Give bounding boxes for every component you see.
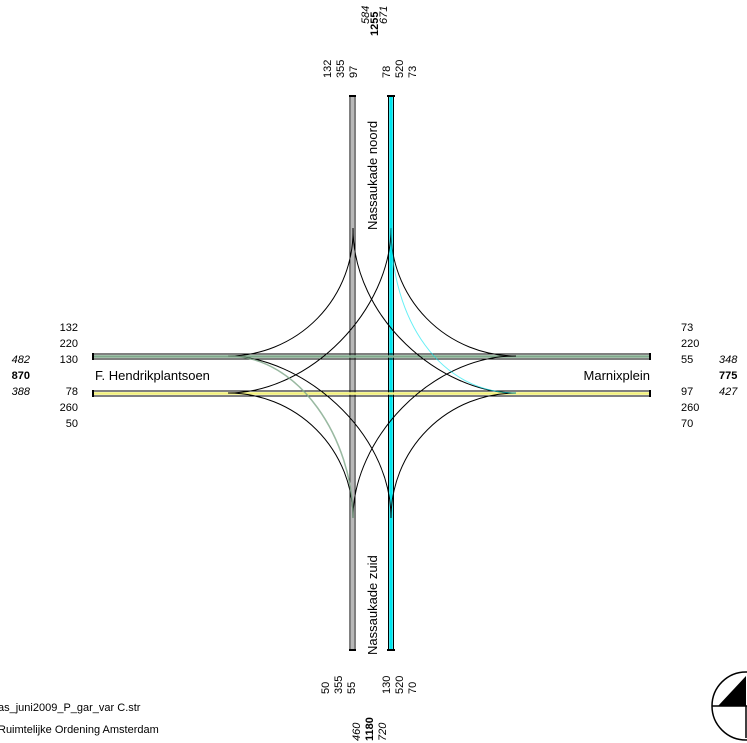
east-lane-count: 55 [681, 354, 693, 366]
north-lane-count: 78 [381, 66, 393, 78]
west-lane-count: 220 [60, 338, 78, 350]
north-out-total: 671 [378, 6, 390, 24]
east-out-total: 427 [719, 386, 738, 398]
north-lane-count: 355 [335, 60, 347, 78]
east-lane-count: 260 [681, 402, 699, 414]
west-counts: 132 220 130 78 260 50 482 870 388 [12, 322, 78, 430]
south-lane-count: 355 [333, 676, 345, 694]
south-lane-count: 50 [320, 682, 332, 694]
east-in-total: 348 [719, 354, 738, 366]
curve-sw-corner [227, 392, 354, 519]
south-lane-count: 55 [346, 682, 358, 694]
curve-nw-corner [227, 227, 354, 357]
curve-west-to-north [227, 227, 392, 394]
curve-east-band [390, 227, 517, 394]
north-total: 1255 [369, 12, 381, 36]
north-counts: 584 1255 671 132 355 97 78 520 73 [322, 6, 419, 78]
turning-curves [227, 227, 517, 519]
south-out-total: 720 [377, 722, 389, 741]
street-label-west: F. Hendrikplantsoen [95, 368, 210, 383]
curve-se-corner [390, 392, 517, 519]
east-lane-count: 220 [681, 338, 699, 350]
curve-north-to-east [352, 227, 517, 394]
west-total: 870 [12, 370, 30, 382]
west-out-total: 388 [12, 386, 31, 398]
west-lane-count: 50 [66, 418, 78, 430]
road-ew-north [93, 353, 650, 360]
north-lane-count: 73 [407, 66, 419, 78]
curve-west-to-south-band [227, 355, 354, 519]
south-total: 1180 [364, 717, 376, 741]
road-ns-east [388, 96, 394, 650]
street-label-east: Marnixplein [584, 368, 650, 383]
east-counts: 73 220 55 97 260 70 348 775 427 [681, 322, 738, 430]
north-lane-count: 520 [394, 60, 406, 78]
road-ew-south [93, 390, 650, 397]
curve-south-to-west [227, 355, 392, 519]
east-lane-count: 70 [681, 418, 693, 430]
east-lane-count: 97 [681, 386, 693, 398]
north-lane-count: 132 [322, 60, 334, 78]
north-lane-count: 97 [348, 66, 360, 78]
west-lane-count: 260 [60, 402, 78, 414]
footer-filename: as_juni2009_P_gar_var C.str [0, 702, 141, 714]
west-lane-count: 78 [66, 386, 78, 398]
footer-organisation: Ruimtelijke Ordening Amsterdam [0, 724, 159, 736]
west-lane-count: 130 [60, 354, 78, 366]
south-lane-count: 130 [381, 676, 393, 694]
west-lane-count: 132 [60, 322, 78, 334]
east-total: 775 [719, 370, 737, 382]
west-in-total: 482 [12, 354, 30, 366]
street-label-north: Nassaukade noord [365, 121, 380, 230]
north-in-total: 584 [360, 6, 372, 24]
road-end-caps [92, 95, 651, 651]
compass-logo-icon [711, 671, 747, 741]
road-ns-west [349, 96, 356, 650]
curve-ne-corner [390, 227, 517, 357]
street-label-south: Nassaukade zuid [365, 555, 380, 655]
south-lane-count: 520 [394, 676, 406, 694]
south-in-total: 460 [351, 722, 363, 741]
south-lane-count: 70 [407, 682, 419, 694]
south-counts: 50 355 55 130 520 70 460 1180 720 [320, 676, 419, 741]
east-lane-count: 73 [681, 322, 693, 334]
curve-east-to-south [352, 355, 517, 519]
